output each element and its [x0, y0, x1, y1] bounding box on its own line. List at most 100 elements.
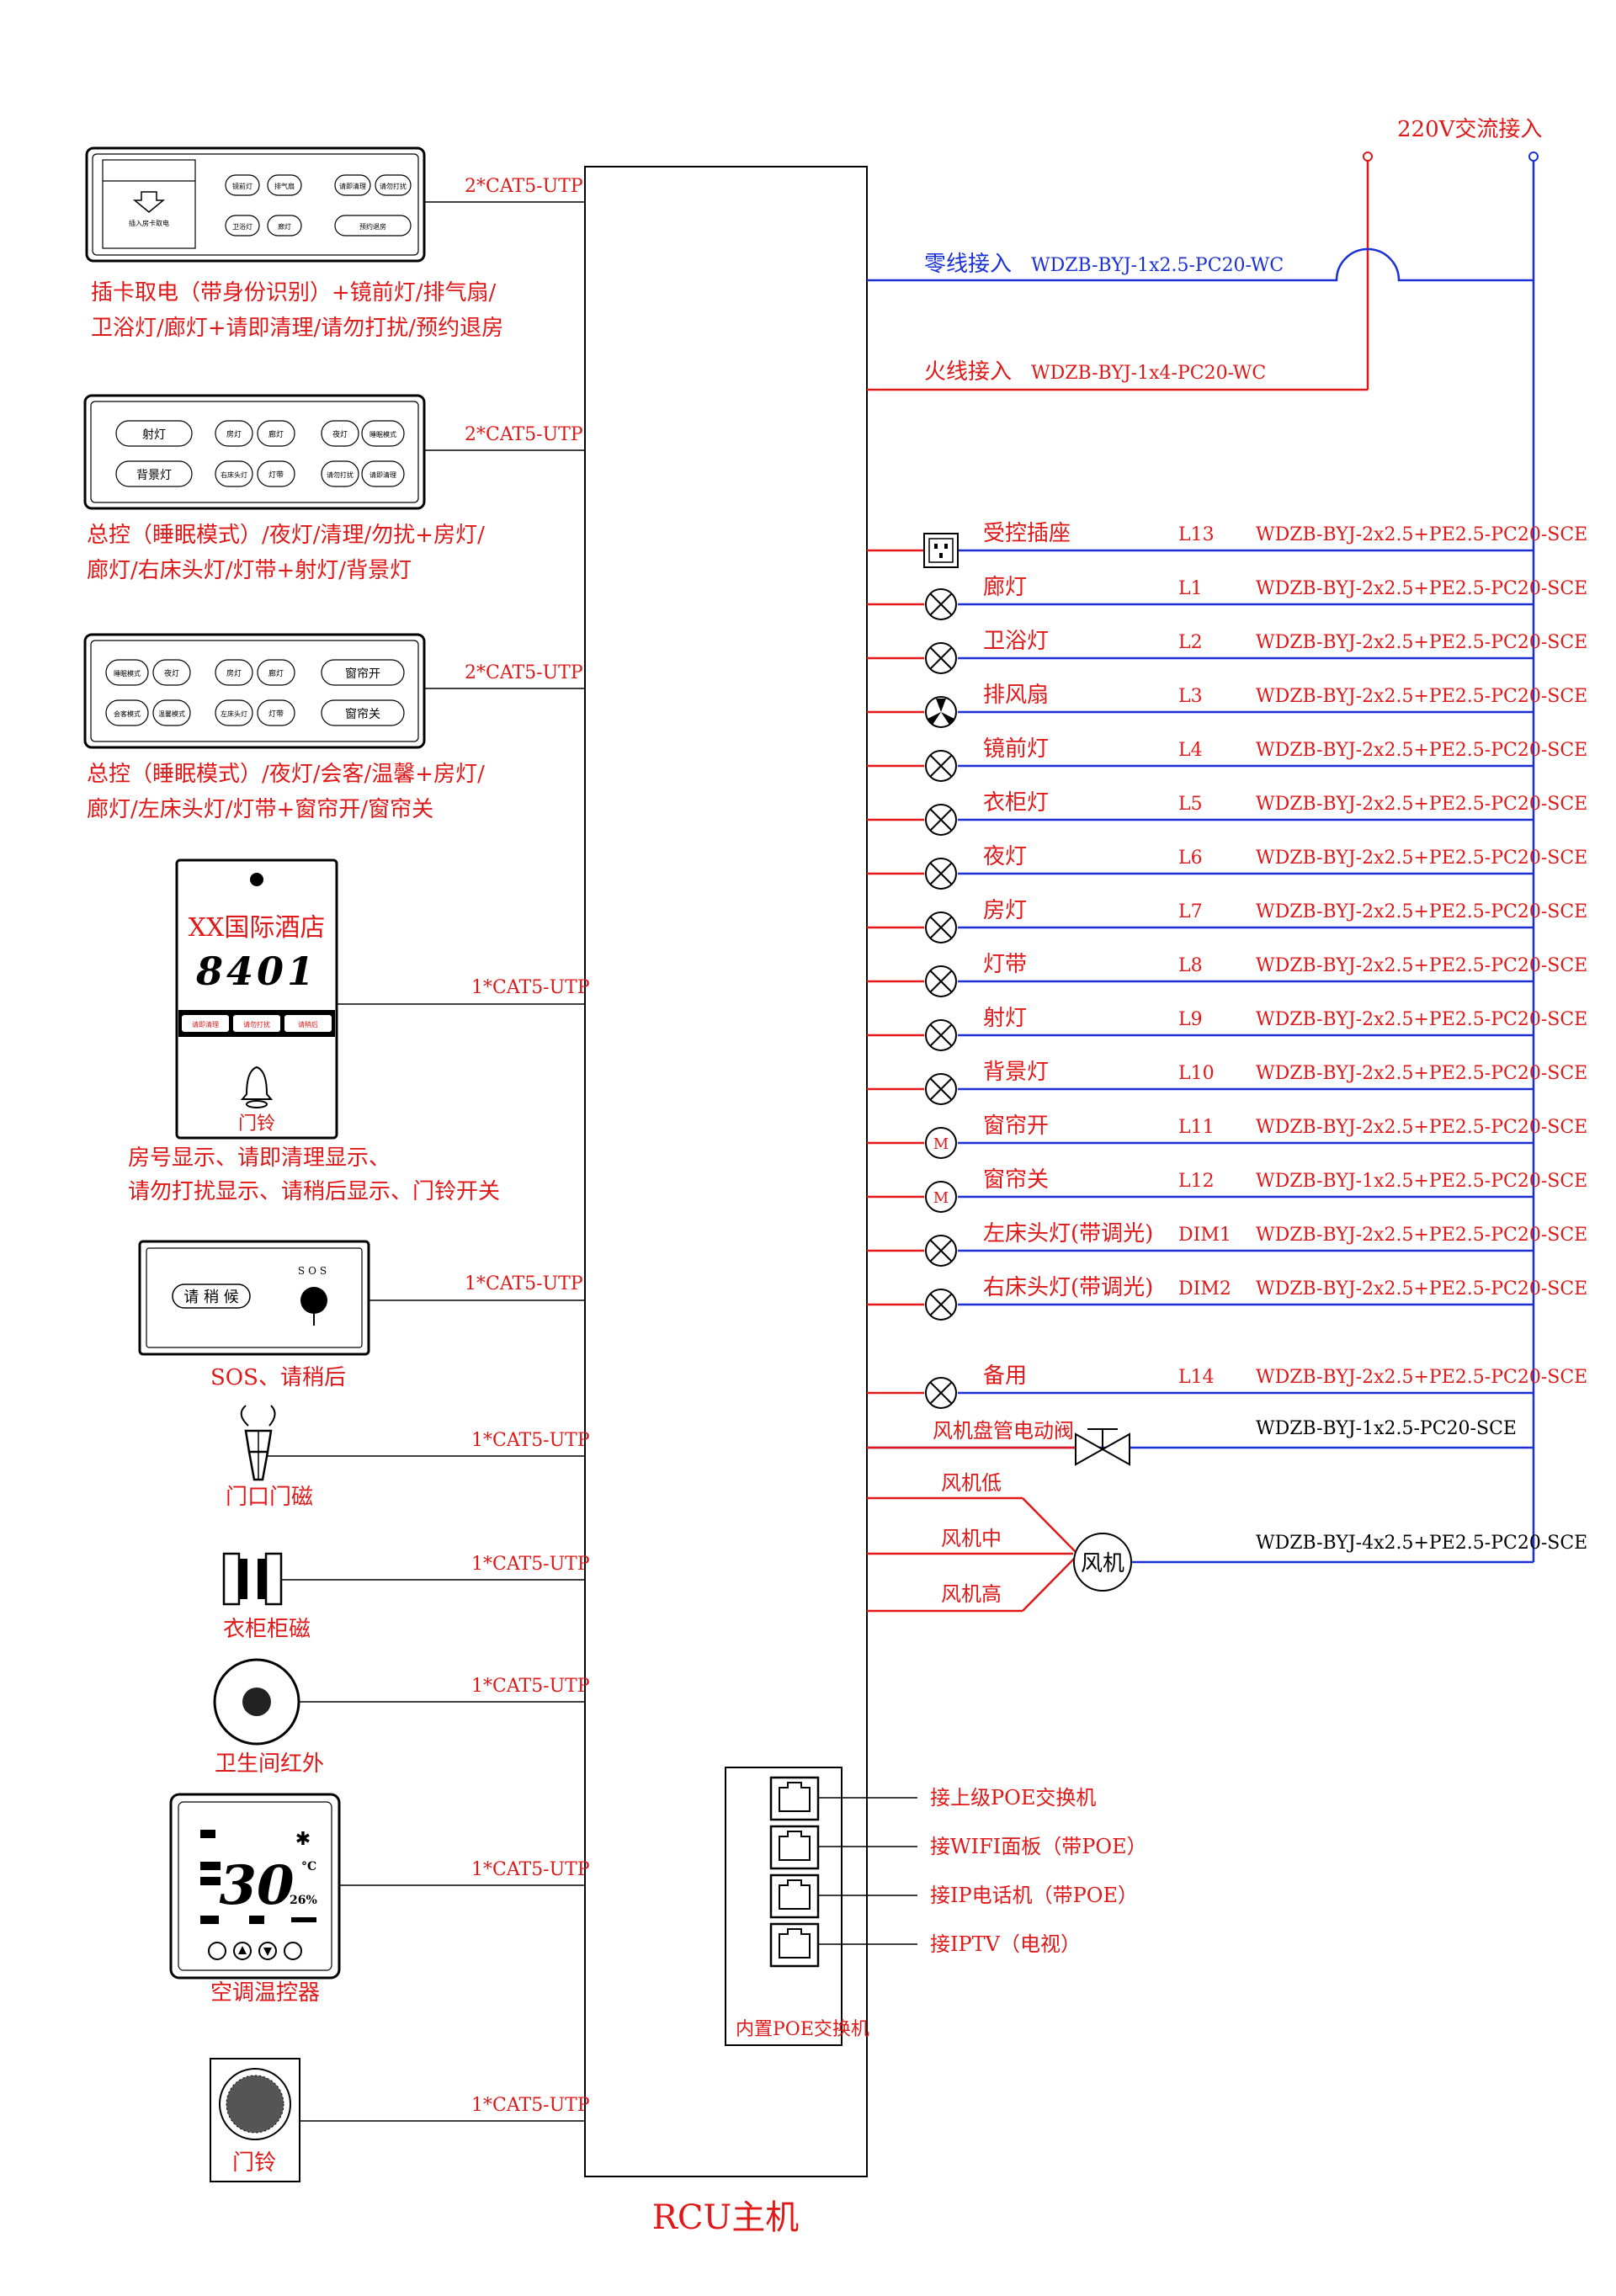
circuit-code: DIM1: [1178, 1225, 1231, 1246]
rj45-port-icon: [769, 1922, 917, 1968]
circuit-code: L8: [1178, 955, 1203, 976]
lamp-icon: [925, 804, 957, 836]
doorplate-caption-1: 房号显示、请即清理显示、: [128, 1145, 391, 1171]
motor-letter: M: [933, 1135, 949, 1153]
sos-button-icon: [300, 1287, 327, 1314]
sos-panel: 请 稍 候 SOS: [138, 1240, 370, 1356]
circuit-code: L11: [1178, 1117, 1215, 1138]
circuit-name: 灯带: [983, 952, 1027, 977]
fan-speed-icon: [284, 1942, 302, 1960]
circuit-cable: WDZB-BYJ-2x2.5+PE2.5-PC20-SCE: [1256, 524, 1587, 545]
cable-doorplate: 1*CAT5-UTP: [471, 977, 590, 998]
circuit-name: 夜灯: [983, 844, 1027, 869]
doorplate-hotel: XX国际酒店: [189, 913, 326, 943]
doorbell-icon: [210, 2058, 300, 2182]
circuit-name: 备用: [983, 1363, 1027, 1389]
sos-button-label: 请 稍 候: [183, 1289, 238, 1306]
svg-text:请稍后: 请稍后: [298, 1020, 318, 1028]
doorplate-bell-label: 门铃: [238, 1113, 275, 1135]
circuit-name: 卫浴灯: [983, 629, 1049, 654]
thermostat-caption: 空调温控器: [210, 1980, 320, 2006]
doorplate-caption-2: 请勿打扰显示、请稍后显示、门铃开关: [128, 1179, 500, 1204]
svg-text:睡眠模式: 睡眠模式: [369, 430, 396, 438]
circuit-code: L12: [1178, 1171, 1215, 1192]
circuit-cable: WDZB-BYJ-2x2.5+PE2.5-PC20-SCE: [1256, 1225, 1587, 1246]
poe-port-label: 接IPTV（电视）: [930, 1932, 1081, 1956]
fan-speed-low: 风机低: [941, 1471, 1002, 1495]
thermostat-temp: 30: [219, 1854, 294, 1917]
panel2-caption-2: 廊灯/右床头灯/灯带+射灯/背景灯: [87, 558, 412, 583]
circuit-code: L6: [1178, 848, 1203, 869]
ir-sensor-icon: [213, 1658, 300, 1746]
cable-panel1: 2*CAT5-UTP: [465, 176, 583, 197]
svg-text:夜灯: 夜灯: [332, 429, 348, 439]
poe-port-label: 接上级POE交换机: [930, 1786, 1096, 1810]
svg-text:会客模式: 会客模式: [114, 710, 141, 718]
svg-text:廊灯: 廊灯: [268, 668, 284, 678]
circuit-name: 窗帘关: [983, 1167, 1049, 1193]
circuit-cable: WDZB-BYJ-2x2.5+PE2.5-PC20-SCE: [1256, 1117, 1587, 1138]
svg-text:睡眠模式: 睡眠模式: [114, 669, 141, 678]
live-terminal: [1363, 151, 1373, 162]
circuit-name: 窗帘开: [983, 1113, 1049, 1139]
circuit-cable: WDZB-BYJ-2x2.5+PE2.5-PC20-SCE: [1256, 578, 1587, 599]
svg-text:请即清理: 请即清理: [339, 182, 366, 190]
svg-text:镜前灯: 镜前灯: [232, 182, 252, 190]
circuit-code: L14: [1178, 1367, 1215, 1388]
valve-symbol: [1075, 1428, 1130, 1466]
circuit-code: L2: [1178, 632, 1203, 653]
power-icon: [208, 1942, 226, 1960]
fan-speed-high: 风机高: [941, 1582, 1002, 1606]
panel3-caption-2: 廊灯/左床头灯/灯带+窗帘开/窗帘关: [87, 797, 433, 822]
circuit-l6: 夜灯 L6 WDZB-BYJ-2x2.5+PE2.5-PC20-SCE: [867, 844, 1587, 890]
svg-text:卫浴灯: 卫浴灯: [232, 222, 252, 231]
valve-cable: WDZB-BYJ-1x2.5-PC20-SCE: [1256, 1418, 1517, 1439]
rcu-title: RCU主机: [652, 2198, 799, 2237]
snowflake-icon: ✱: [295, 1829, 311, 1850]
svg-text:房灯: 房灯: [226, 429, 242, 439]
svg-text:请勿打扰: 请勿打扰: [243, 1020, 270, 1028]
circuit-cable: WDZB-BYJ-2x2.5+PE2.5-PC20-SCE: [1256, 740, 1587, 761]
sos-caption: SOS、请稍后: [210, 1365, 346, 1390]
panel1-caption-2: 卫浴灯/廊灯+请即清理/请勿打扰/预约退房: [91, 316, 503, 341]
neutral-feed: [867, 247, 1534, 282]
svg-text:请即清理: 请即清理: [192, 1020, 219, 1028]
svg-text:预约退房: 预约退房: [359, 222, 386, 231]
svg-text:左床头灯: 左床头灯: [221, 710, 247, 718]
socket-icon: [923, 533, 959, 568]
circuit-name: 右床头灯(带调光): [983, 1275, 1153, 1300]
cable-panel2: 2*CAT5-UTP: [465, 424, 583, 445]
cable-ir-sensor: 1*CAT5-UTP: [471, 1676, 590, 1697]
doorbell-caption: 门铃: [232, 2150, 276, 2176]
card-insert-arrow-icon: [132, 191, 166, 213]
circuit-name: 廊灯: [983, 575, 1027, 600]
circuit-code: L9: [1178, 1009, 1203, 1030]
motor-icon: M: [925, 1181, 957, 1213]
rj45-port-icon: [769, 1873, 917, 1919]
circuit-name: 房灯: [983, 898, 1027, 923]
poe-title: 内置POE交换机: [736, 2019, 869, 2040]
poe-ports: 接上级POE交换机接WIFI面板（带POE）接IP电话机（带POE）接IPTV（…: [769, 1776, 1147, 1968]
ir-sensor-caption: 卫生间红外: [215, 1751, 324, 1777]
circuit-name: 左床头灯(带调光): [983, 1221, 1153, 1246]
ac-supply-label: 220V交流接入: [1397, 117, 1542, 142]
svg-text:灯带: 灯带: [268, 710, 284, 719]
circuit-cable: WDZB-BYJ-2x2.5+PE2.5-PC20-SCE: [1256, 1278, 1587, 1299]
svg-text:右床头灯: 右床头灯: [221, 470, 247, 479]
circuit-cable: WDZB-BYJ-2x2.5+PE2.5-PC20-SCE: [1256, 794, 1587, 815]
wardrobe-magnet-caption: 衣柜柜磁: [223, 1617, 311, 1642]
exhaust-fan-icon: [925, 696, 957, 728]
lamp-icon: [925, 911, 957, 943]
circuit-cable: WDZB-BYJ-2x2.5+PE2.5-PC20-SCE: [1256, 848, 1587, 869]
circuit-cable: WDZB-BYJ-2x2.5+PE2.5-PC20-SCE: [1256, 1063, 1587, 1084]
door-magnet-caption: 门口门磁: [226, 1485, 313, 1510]
lamp-icon: [925, 1289, 957, 1321]
door-magnet-icon: [240, 1405, 276, 1481]
